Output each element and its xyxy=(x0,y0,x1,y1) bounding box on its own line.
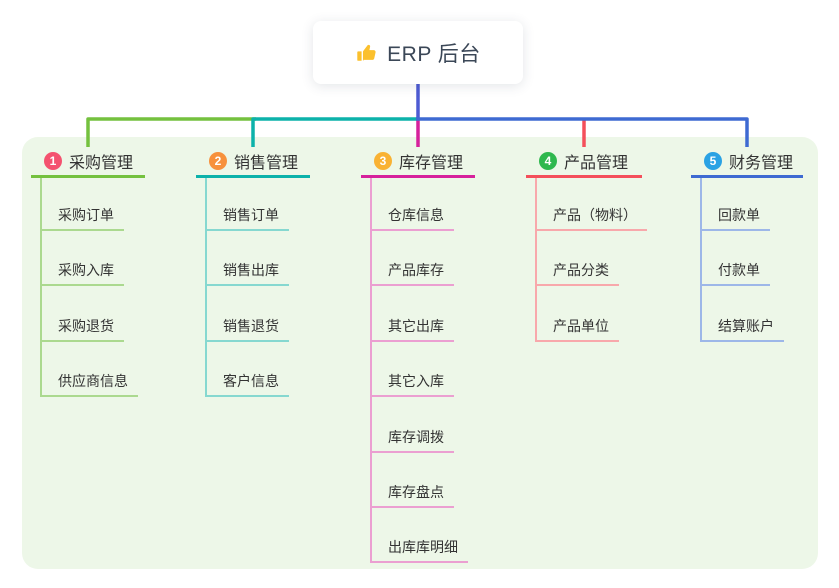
child-node-label: 库存盘点 xyxy=(388,484,444,500)
child-connector-line xyxy=(700,178,702,342)
child-node-label: 销售出库 xyxy=(223,262,279,278)
child-node-label: 其它入库 xyxy=(388,373,444,389)
branch-node-3[interactable]: 3 库存管理 xyxy=(361,146,475,178)
child-node-label: 库存调拨 xyxy=(388,429,444,445)
child-connector-line xyxy=(205,178,207,397)
branch-node-label: 产品管理 xyxy=(564,154,629,172)
child-node-label: 供应商信息 xyxy=(58,373,128,389)
child-node-label: 产品单位 xyxy=(553,318,609,334)
child-node[interactable]: 采购入库 xyxy=(40,256,124,286)
branch-node-5[interactable]: 5 财务管理 xyxy=(691,146,803,178)
child-node-label: 仓库信息 xyxy=(388,207,444,223)
child-node[interactable]: 销售出库 xyxy=(205,256,289,286)
child-node-label: 结算账户 xyxy=(718,318,774,334)
child-node-label: 产品分类 xyxy=(553,262,609,278)
branch-node-label: 销售管理 xyxy=(234,154,299,172)
child-node-label: 回款单 xyxy=(718,207,760,223)
child-node[interactable]: 采购订单 xyxy=(40,201,124,231)
branch-number-badge: 2 xyxy=(209,151,227,170)
child-node[interactable]: 出库库明细 xyxy=(370,533,468,563)
child-node[interactable]: 仓库信息 xyxy=(370,201,454,231)
branch-number-badge: 3 xyxy=(374,151,392,170)
branch-number-badge: 1 xyxy=(44,151,62,170)
child-node[interactable]: 其它出库 xyxy=(370,312,454,342)
branch-node-label: 采购管理 xyxy=(69,154,134,172)
child-node-label: 产品库存 xyxy=(388,262,444,278)
child-node-label: 采购入库 xyxy=(58,262,114,278)
thumbs-up-icon xyxy=(355,42,377,64)
child-node[interactable]: 产品库存 xyxy=(370,256,454,286)
branch-number-badge: 5 xyxy=(704,151,722,170)
root-node[interactable]: ERP 后台 xyxy=(313,21,523,84)
child-node-label: 客户信息 xyxy=(223,373,279,389)
child-node-label: 采购退货 xyxy=(58,318,114,334)
child-node[interactable]: 客户信息 xyxy=(205,367,289,397)
child-node-label: 销售退货 xyxy=(223,318,279,334)
child-node-label: 产品（物料） xyxy=(553,207,637,223)
child-node[interactable]: 销售订单 xyxy=(205,201,289,231)
child-node[interactable]: 付款单 xyxy=(700,256,770,286)
child-node-label: 出库库明细 xyxy=(388,539,458,555)
branches-panel xyxy=(22,137,818,569)
branch-node-2[interactable]: 2 销售管理 xyxy=(196,146,310,178)
branch-node-label: 财务管理 xyxy=(729,154,794,172)
child-node-label: 销售订单 xyxy=(223,207,279,223)
child-node-label: 其它出库 xyxy=(388,318,444,334)
child-node[interactable]: 其它入库 xyxy=(370,367,454,397)
child-node[interactable]: 供应商信息 xyxy=(40,367,138,397)
branch-node-4[interactable]: 4 产品管理 xyxy=(526,146,642,178)
child-node-label: 采购订单 xyxy=(58,207,114,223)
root-node-label: ERP 后台 xyxy=(387,42,481,66)
child-node[interactable]: 回款单 xyxy=(700,201,770,231)
child-node[interactable]: 产品（物料） xyxy=(535,201,647,231)
child-node[interactable]: 库存调拨 xyxy=(370,423,454,453)
child-connector-line xyxy=(535,178,537,342)
child-node[interactable]: 产品单位 xyxy=(535,312,619,342)
child-node[interactable]: 采购退货 xyxy=(40,312,124,342)
child-connector-line xyxy=(40,178,42,397)
child-node[interactable]: 库存盘点 xyxy=(370,478,454,508)
branch-number-badge: 4 xyxy=(539,151,557,170)
child-connector-line xyxy=(370,178,372,563)
child-node-label: 付款单 xyxy=(718,262,760,278)
child-node[interactable]: 结算账户 xyxy=(700,312,784,342)
child-node[interactable]: 销售退货 xyxy=(205,312,289,342)
child-node[interactable]: 产品分类 xyxy=(535,256,619,286)
branch-node-label: 库存管理 xyxy=(399,154,464,172)
branch-node-1[interactable]: 1 采购管理 xyxy=(31,146,145,178)
